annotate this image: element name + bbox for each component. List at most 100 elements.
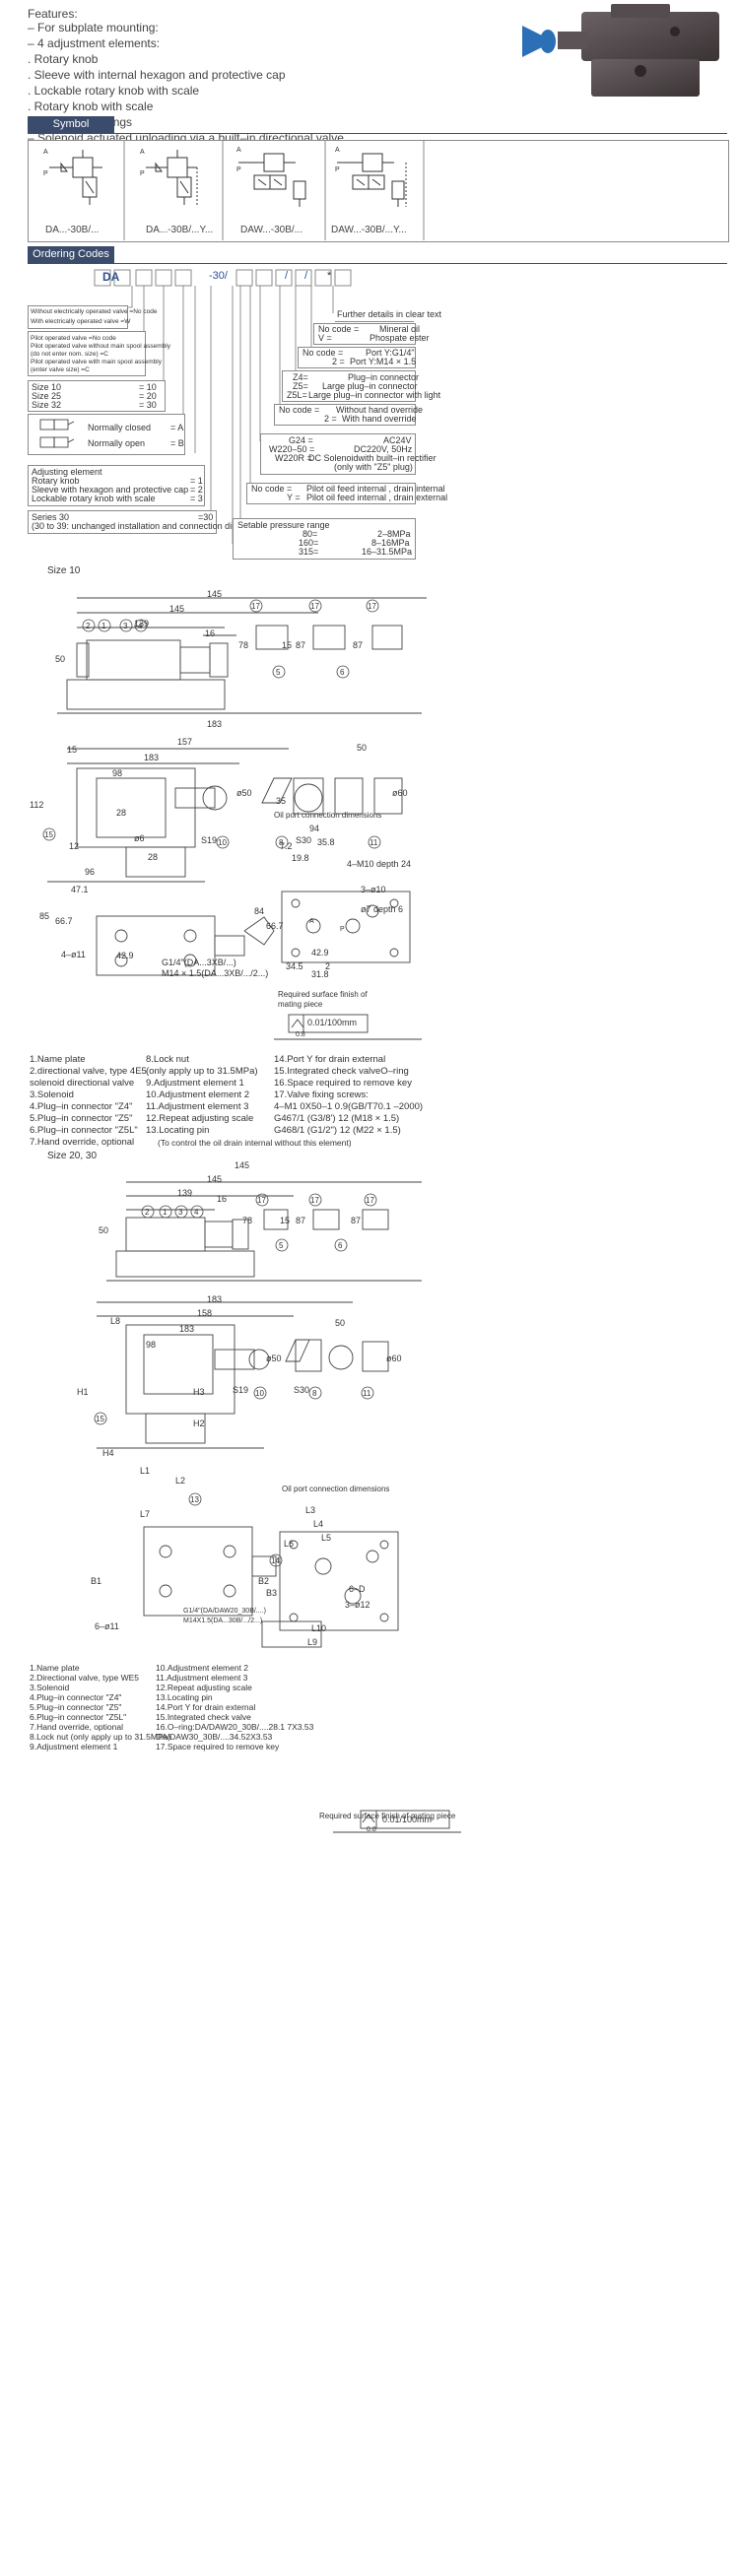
svg-text:3: 3 (123, 622, 128, 630)
legend-item: (only apply up to 31.5MPa) (146, 1066, 258, 1077)
voltage-key: W220R = (275, 453, 312, 463)
size10-dim: 66.7 (55, 916, 73, 926)
svg-text:A: A (140, 149, 145, 156)
ordering-code-strip (94, 269, 352, 287)
drain-value: Pilot oil feed internal , drain external (306, 493, 448, 502)
size2030-dim: L3 (305, 1505, 316, 1515)
size2030-dim: L4 (313, 1519, 324, 1529)
pressure-key: 315= (299, 547, 319, 557)
size2030-thread-note: M14X1.5(DA...30B/.../2...) (183, 1618, 263, 1624)
size2030-dim: 183 (207, 1294, 223, 1304)
size2030-dim: H2 (193, 1419, 205, 1428)
port-dim: 84 (254, 906, 265, 916)
size10-thread-note: M14 × 1.5(DA...3XB/.../2...) (162, 968, 269, 978)
legend-item: 9.Adjustment element 1 (146, 1078, 244, 1089)
size10-dim: 28 (116, 808, 127, 818)
seal-box: No code =Mineral oil V =Phospate ester (313, 323, 430, 345)
legend-item: 7.Hand override, optional (30, 1137, 135, 1148)
legend-item: 10.Adjustment element 2 (146, 1090, 250, 1100)
svg-text:1: 1 (101, 622, 106, 630)
svg-text:13: 13 (190, 1495, 199, 1504)
code-slash-2: / (304, 270, 308, 282)
size10-dim: 112 (30, 800, 44, 810)
pressure-key: 80= (302, 529, 318, 539)
legend-item: 2.directional valve, type 4E5 (30, 1066, 147, 1077)
size-value: = 20 (139, 391, 157, 401)
size2030-finish-value: 0.01/100mm (382, 1815, 433, 1824)
port-dim: 35.8 (317, 837, 335, 847)
finish-value: 0.01/100mm (307, 1018, 358, 1027)
code-star: * (327, 270, 332, 282)
symbol-banner: Symbol (28, 116, 727, 134)
size10-thread-note: G1/4"(DA...3XB/...) (162, 958, 236, 967)
voltage-value: (only with "Z5" plug) (334, 462, 413, 472)
svg-text:17: 17 (257, 1196, 266, 1205)
svg-text:15: 15 (96, 1415, 104, 1423)
legend-item: (To control the oil drain internal witho… (158, 1138, 352, 1148)
series-key: Series 30 (32, 512, 70, 522)
svg-text:8: 8 (279, 838, 284, 847)
size10-dim: 183 (207, 719, 223, 729)
voltage-key: G24 = (289, 435, 313, 445)
legend-item: 8.Lock nut (only apply up to 31.5MPa) (30, 1732, 171, 1742)
size10-dim: 15 (282, 640, 293, 650)
size2030-finish-title: Required surface finish of mating piece (319, 1812, 456, 1820)
size2030-dim: L6 (284, 1539, 295, 1549)
legend-item: 5.Plug–in connector "Z5" (30, 1702, 122, 1712)
legend-item: 13.Locating pin (146, 1125, 210, 1136)
series-note: (30 to 39: unchanged installation and co… (32, 521, 273, 531)
size10-dim: 47.1 (71, 885, 89, 894)
ordering-banner: Ordering Codes (28, 246, 727, 264)
size10-dim: 50 (55, 654, 66, 664)
size2030-dim: 87 (296, 1216, 306, 1225)
size-key: Size 32 (32, 400, 62, 410)
legend-item: 1.Name plate (30, 1054, 86, 1065)
svg-text:17: 17 (310, 602, 319, 611)
hydraulic-symbol-3: AP (236, 147, 306, 207)
legend-item: 3.Solenoid (30, 1683, 70, 1692)
size2030-legend-col1: 1.Name plate 2.Directional valve, type W… (30, 1663, 170, 1751)
size2030-dim: S19 (233, 1385, 249, 1395)
svg-text:2: 2 (86, 622, 91, 630)
svg-text:15: 15 (44, 830, 53, 839)
size2030-dim: 50 (99, 1225, 109, 1235)
svg-text:4: 4 (194, 1208, 199, 1217)
hydraulic-symbol-2: AP (140, 149, 198, 205)
svg-text:A: A (335, 147, 340, 154)
size2030-dim: 145 (235, 1160, 250, 1170)
svg-text:17: 17 (310, 1196, 319, 1205)
pilot-option-row: Pilot operated valve with main spool ass… (31, 359, 162, 365)
svg-text:P: P (43, 170, 48, 177)
pressure-key: 160= (299, 538, 319, 548)
size10-title: Size 10 (47, 565, 81, 576)
port-dim: 66.7 (266, 921, 284, 931)
plug-key: Z5= (293, 381, 308, 391)
adjust-value: = 2 (190, 485, 203, 495)
port-dim: 34.5 (286, 961, 303, 971)
size2030-title: Size 20, 30 (47, 1151, 98, 1161)
solenoid-option-row: Without electrically operated valve =No … (31, 308, 158, 315)
size10-legend-col1: 1.Name plate 2.directional valve, type 4… (30, 1054, 147, 1149)
svg-text:5: 5 (279, 1241, 284, 1250)
svg-text:P: P (340, 926, 345, 933)
feature-item: – 4 adjustment elements: (28, 36, 161, 50)
legend-item: 8.Lock nut (146, 1054, 189, 1065)
svg-text:17: 17 (368, 602, 376, 611)
pressure-value: 2–8MPa (377, 529, 411, 539)
features-title: Features: (28, 7, 78, 21)
svg-text:A: A (236, 147, 241, 154)
size2030-port-title: Oil port connection dimensions (282, 1485, 390, 1493)
legend-item: 14.Port Y for drain external (156, 1702, 256, 1712)
port-dim: 3–ø10 (361, 885, 386, 894)
svg-text:A: A (43, 149, 48, 156)
valve-type-value: = B (170, 438, 184, 448)
size2030-dim: L5 (321, 1533, 332, 1543)
legend-item: 9.Adjustment element 1 (30, 1742, 118, 1751)
further-details-label: Further details in clear text (337, 309, 442, 319)
symbol-tab: Symbol (28, 116, 114, 133)
valve-type-key: Normally closed (88, 423, 152, 432)
port-dim: 94 (309, 824, 320, 833)
port-value: Port Y:G1/4" (366, 348, 415, 358)
pilot-option-row: Pilot operated valve =No code (31, 335, 116, 342)
size2030-dim: 16 (217, 1194, 228, 1204)
